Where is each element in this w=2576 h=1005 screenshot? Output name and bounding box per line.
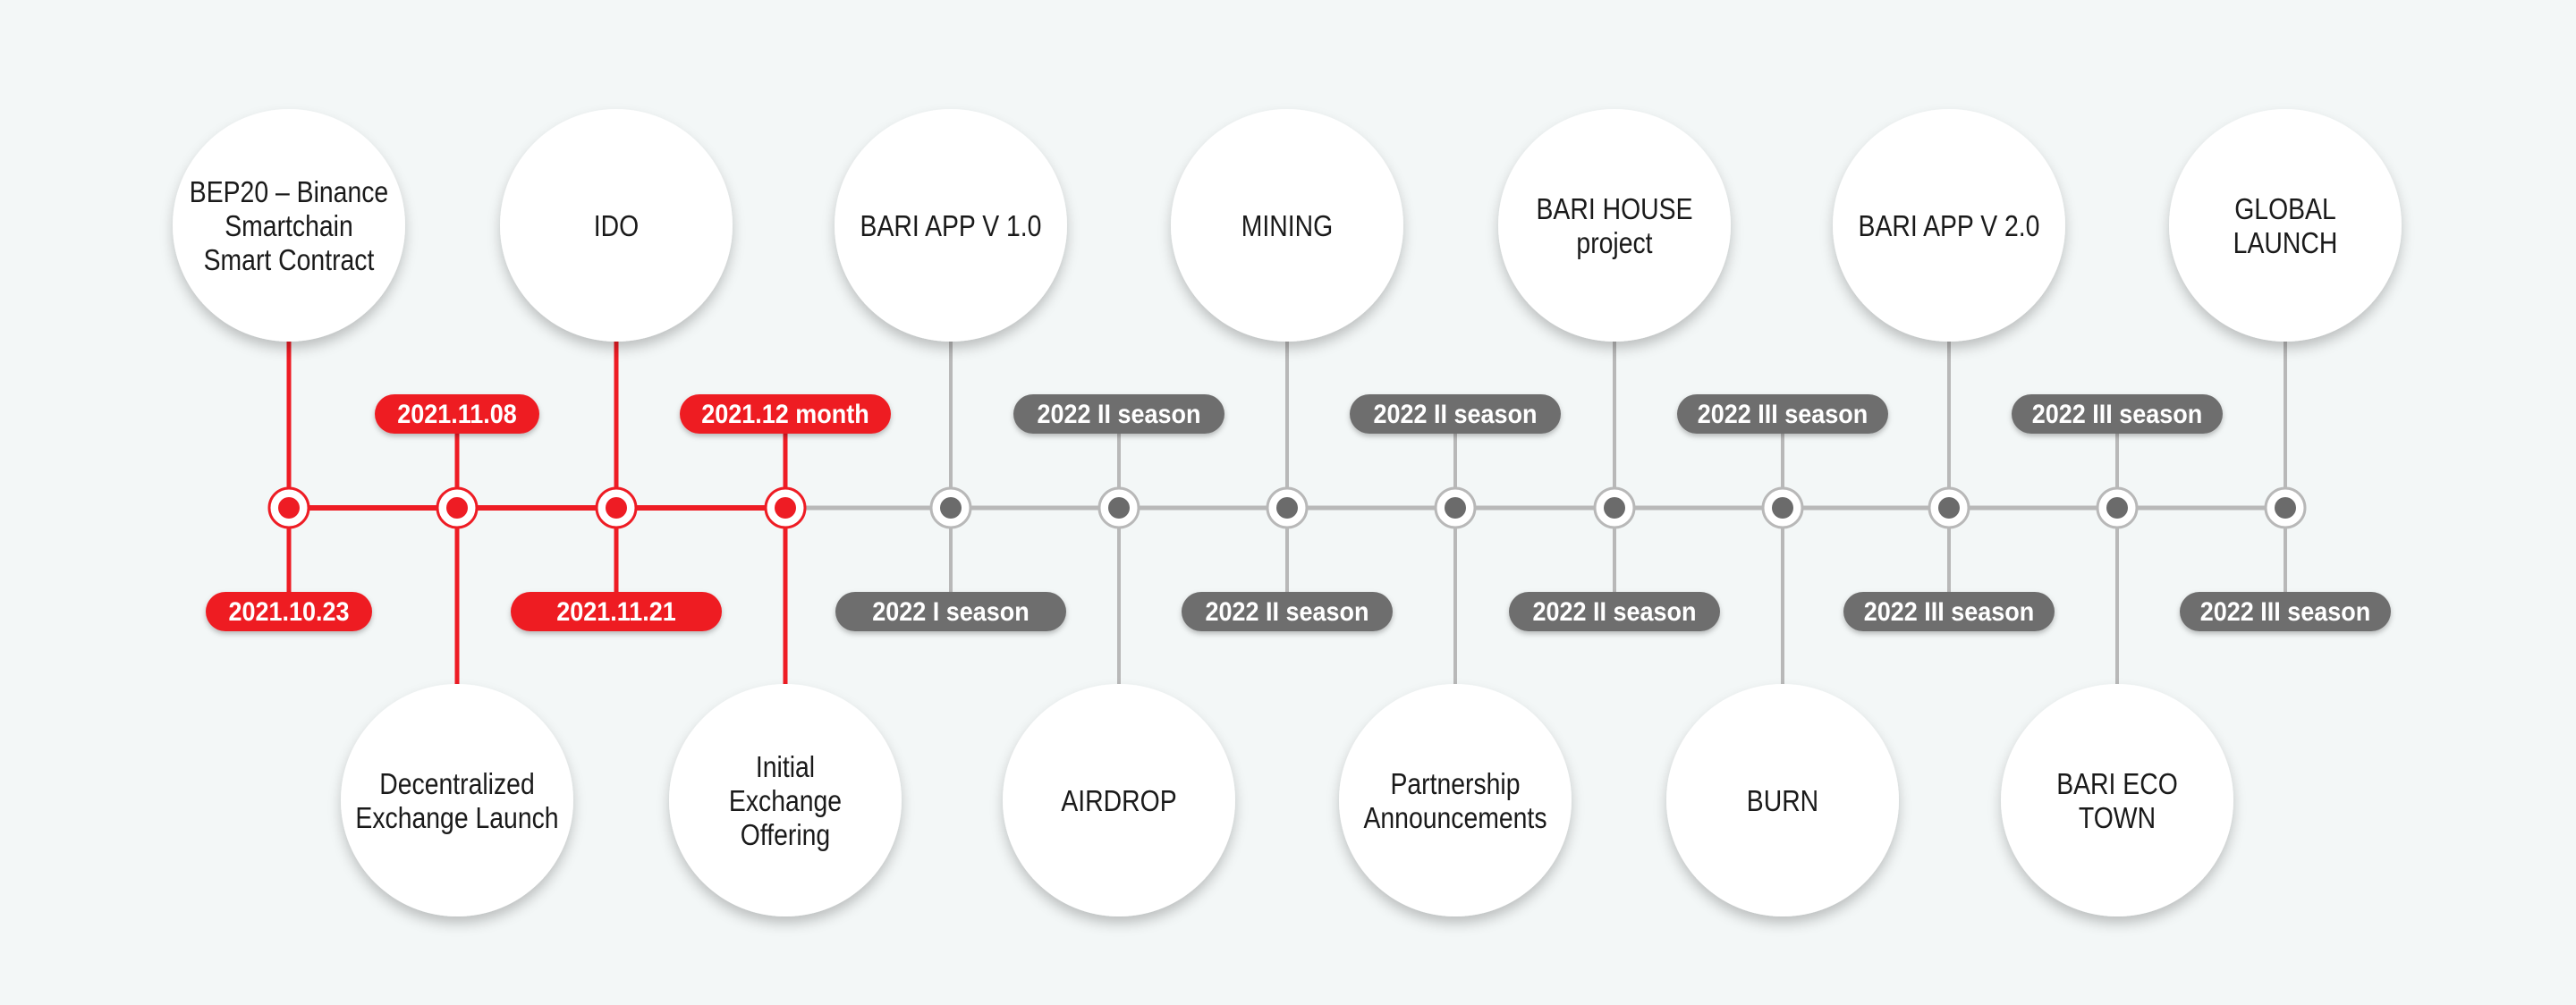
milestone-circle: [341, 684, 573, 916]
timeline-nodes: [267, 486, 2307, 529]
date-label: 2022 II season: [1206, 597, 1369, 628]
milestone-circle: [2001, 684, 2233, 916]
date-label: 2021.12 month: [701, 400, 869, 430]
milestone-label: Smart Contract: [204, 243, 375, 277]
milestone-label: BARI APP V 1.0: [860, 209, 1042, 243]
timeline-node: [1928, 486, 1970, 529]
milestone-circle: [1666, 684, 1899, 916]
date-pill: 2022 III season: [1677, 394, 1888, 434]
milestone-label: LAUNCH: [2233, 226, 2338, 260]
timeline-node: [1266, 486, 1309, 529]
milestone-circle: [500, 109, 733, 342]
milestone-label: project: [1576, 226, 1653, 260]
milestone-ido: IDO: [500, 109, 733, 342]
milestone-bari-app-v2: BARI APP V 2.0: [1833, 109, 2065, 342]
date-label: 2021.10.23: [228, 597, 349, 628]
date-pill: 2022 I season: [835, 592, 1066, 631]
milestone-label: GLOBAL: [2234, 192, 2336, 226]
milestone-circle: [1498, 109, 1731, 342]
milestone-circle: [1833, 109, 2065, 342]
milestone-label: Announcements: [1363, 801, 1546, 835]
timeline-node: [2096, 486, 2139, 529]
milestone-circle: [1171, 109, 1403, 342]
milestone-label: BARI ECO: [2056, 767, 2178, 801]
milestone-label: AIRDROP: [1061, 784, 1176, 818]
milestone-circle: [1003, 684, 1235, 916]
milestone-circle: [835, 109, 1067, 342]
timeline-node: [2264, 486, 2307, 529]
timeline-node: [764, 486, 807, 529]
milestone-mining: MINING: [1171, 109, 1403, 342]
date-pill: 2022 II season: [1013, 394, 1224, 434]
timeline-node: [1097, 486, 1140, 529]
milestone-burn: BURN: [1666, 684, 1899, 916]
milestone-label: Initial: [756, 750, 815, 784]
milestone-bari-app-v1: BARI APP V 1.0: [835, 109, 1067, 342]
milestone-label: Partnership: [1390, 767, 1520, 801]
milestone-label: TOWN: [2079, 801, 2156, 835]
date-label: 2021.11.21: [556, 597, 676, 628]
date-pills: 2021.10.23 2021.11.08 2021.11.21 2021.12 mo…: [206, 394, 2391, 631]
milestone-label: Decentralized: [379, 767, 534, 801]
milestone-label: Offering: [741, 818, 830, 852]
timeline-node: [436, 486, 479, 529]
timeline-node: [1434, 486, 1477, 529]
milestone-circle: [173, 109, 405, 342]
date-pill: 2021.12 month: [680, 394, 891, 434]
milestone-label: BARI APP V 2.0: [1859, 209, 2040, 243]
date-label: 2022 I season: [872, 597, 1029, 628]
timeline-node: [267, 486, 310, 529]
timeline-node: [1593, 486, 1636, 529]
milestone-label: Exchange: [729, 784, 842, 818]
date-label: 2022 III season: [1864, 597, 2034, 628]
milestone-label: IDO: [594, 209, 639, 243]
milestone-label: BEP20 – Binance: [190, 175, 388, 209]
milestone-airdrop: AIRDROP: [1003, 684, 1235, 916]
date-pill: 2022 III season: [1843, 592, 2055, 631]
date-label: 2022 III season: [2200, 597, 2370, 628]
date-pill: 2022 II season: [1509, 592, 1720, 631]
date-label: 2022 III season: [2032, 400, 2202, 430]
milestone-label: BARI HOUSE: [1537, 192, 1693, 226]
milestone-label: Exchange Launch: [355, 801, 558, 835]
milestone-circle: [669, 684, 902, 916]
date-pill: 2022 III season: [2012, 394, 2223, 434]
date-pill: 2022 III season: [2180, 592, 2391, 631]
date-label: 2022 II season: [1533, 597, 1697, 628]
milestone-label: Smartchain: [225, 209, 352, 243]
date-label: 2022 II season: [1038, 400, 1201, 430]
milestone-circle: [2169, 109, 2402, 342]
date-pill: 2022 II season: [1350, 394, 1561, 434]
date-label: 2022 III season: [1698, 400, 1868, 430]
date-pill: 2021.10.23: [206, 592, 372, 631]
timeline-node: [929, 486, 972, 529]
timeline-node: [595, 486, 638, 529]
milestone-label: MINING: [1241, 209, 1333, 243]
date-label: 2021.11.08: [397, 400, 517, 430]
timeline-node: [1761, 486, 1804, 529]
date-pill: 2021.11.08: [375, 394, 539, 434]
date-pill: 2021.11.21: [511, 592, 722, 631]
milestone-label: BURN: [1747, 784, 1818, 818]
date-label: 2022 II season: [1374, 400, 1538, 430]
milestone-circle: [1339, 684, 1572, 916]
date-pill: 2022 II season: [1182, 592, 1393, 631]
